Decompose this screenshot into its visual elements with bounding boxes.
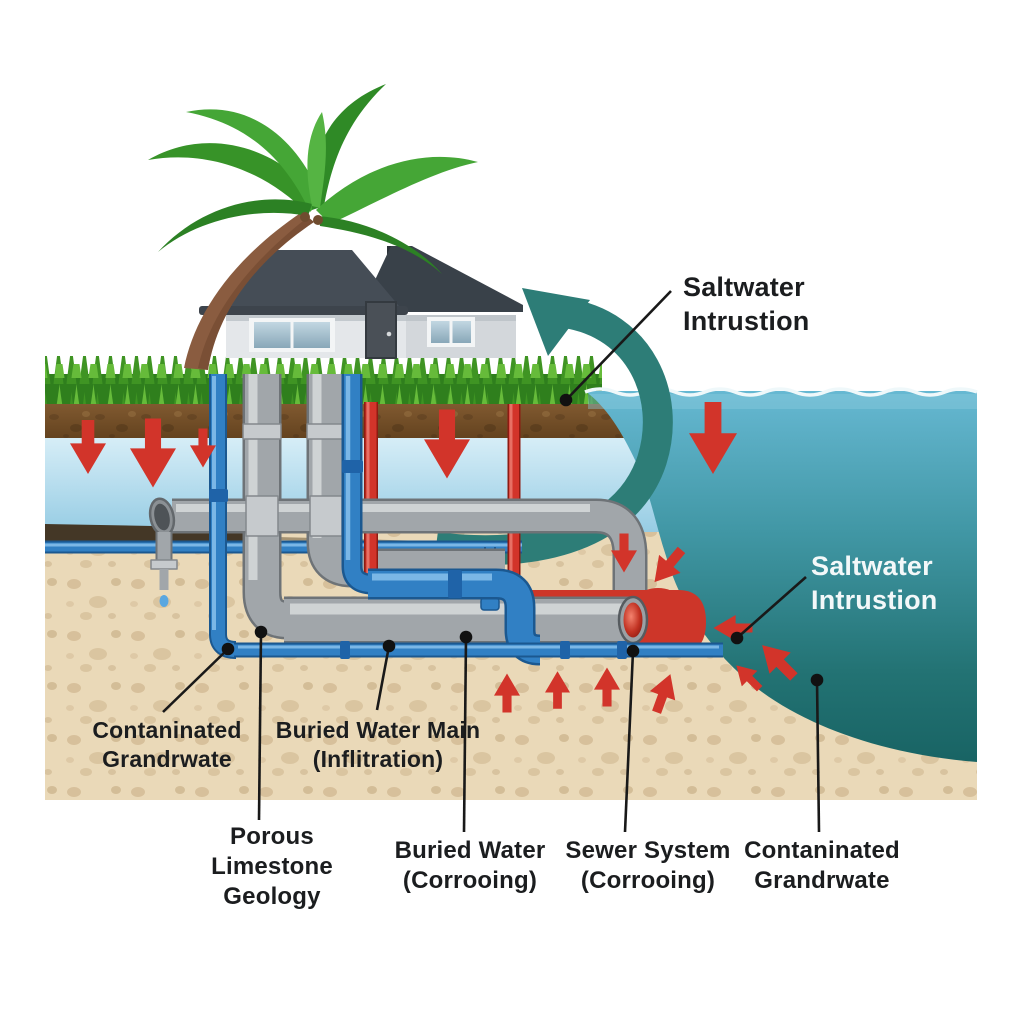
door [365, 301, 397, 359]
window-left [249, 318, 335, 352]
leader-dot [254, 625, 268, 639]
eave [199, 306, 408, 315]
leader-line [623, 650, 635, 833]
label-buried-water-corroding: Buried Water (Corrooing) [395, 836, 546, 896]
window-right [427, 317, 475, 347]
label-line: Geology [223, 883, 321, 911]
label-line: Limestone [211, 853, 333, 881]
label-line: (Corrooing) [580, 867, 716, 895]
leader-dot [221, 642, 235, 656]
leader-line [257, 631, 263, 821]
leader-dot [730, 631, 744, 645]
leader-line [736, 576, 807, 639]
house [199, 246, 523, 359]
leader-dots [221, 393, 824, 687]
label-saltwater-intrusion-top: Saltwater Intrustion [683, 270, 809, 338]
palm-tree [148, 84, 478, 370]
leader-line [375, 645, 391, 711]
leader-line [815, 679, 821, 833]
label-line: Contaninated [92, 717, 242, 743]
label-line: Intrustion [811, 585, 938, 616]
leader-lines [162, 290, 821, 833]
leaking-faucet [150, 532, 178, 607]
leader-line [565, 290, 672, 401]
label-line: Porous [230, 823, 314, 850]
door-handle-icon [386, 331, 392, 337]
leader-line [162, 648, 229, 713]
label-porous-limestone-geology: Porous Limestone Geology [211, 822, 333, 913]
coconut-icon [313, 215, 323, 225]
leader-dot [626, 644, 640, 658]
ocean-surface-band [588, 394, 977, 409]
label-line: Contaninated [744, 837, 900, 864]
label-line: Buried Water Main [275, 717, 481, 743]
coconut-icon [300, 212, 310, 222]
ocean [584, 387, 978, 762]
water-drip [159, 595, 169, 607]
label-contaminated-groundwater-left: Contaninated Grandrwate [92, 716, 241, 774]
roof-right [360, 246, 523, 312]
water-line-lower-pipe [234, 641, 723, 659]
label-buried-water-main: Buried Water Main (Inflitration) [276, 716, 480, 774]
leader-dot [459, 630, 473, 644]
label-line: Grandrwate [754, 867, 890, 895]
label-line: (Corrooing) [402, 867, 538, 895]
valve-clamp [480, 597, 500, 611]
label-saltwater-intrusion-mid: Saltwater Intrustion [811, 549, 937, 617]
leader-dot [382, 639, 396, 653]
leader-dot [810, 673, 824, 687]
label-contaminated-groundwater-right: Contaninated Grandrwate [744, 836, 900, 896]
label-sewer-system-corroding: Sewer System (Corrooing) [565, 836, 730, 896]
label-line: Buried Water [394, 837, 546, 864]
label-line: Saltwater [811, 551, 933, 581]
house-drain-pipe [242, 374, 290, 640]
label-line: Intrustion [683, 306, 810, 337]
label-line: Sewer System [565, 837, 731, 864]
label-line: (Inflitration) [312, 745, 444, 772]
label-line: Saltwater [683, 272, 805, 302]
label-line: Grandrwate [102, 745, 232, 772]
palm-fronds [148, 84, 478, 274]
leader-dot [559, 393, 573, 407]
saltwater-intrusion-curve-arrow-icon [434, 288, 673, 566]
leader-line [462, 636, 468, 833]
sewer-main-pipe [284, 595, 649, 645]
ocean-body [585, 391, 977, 762]
